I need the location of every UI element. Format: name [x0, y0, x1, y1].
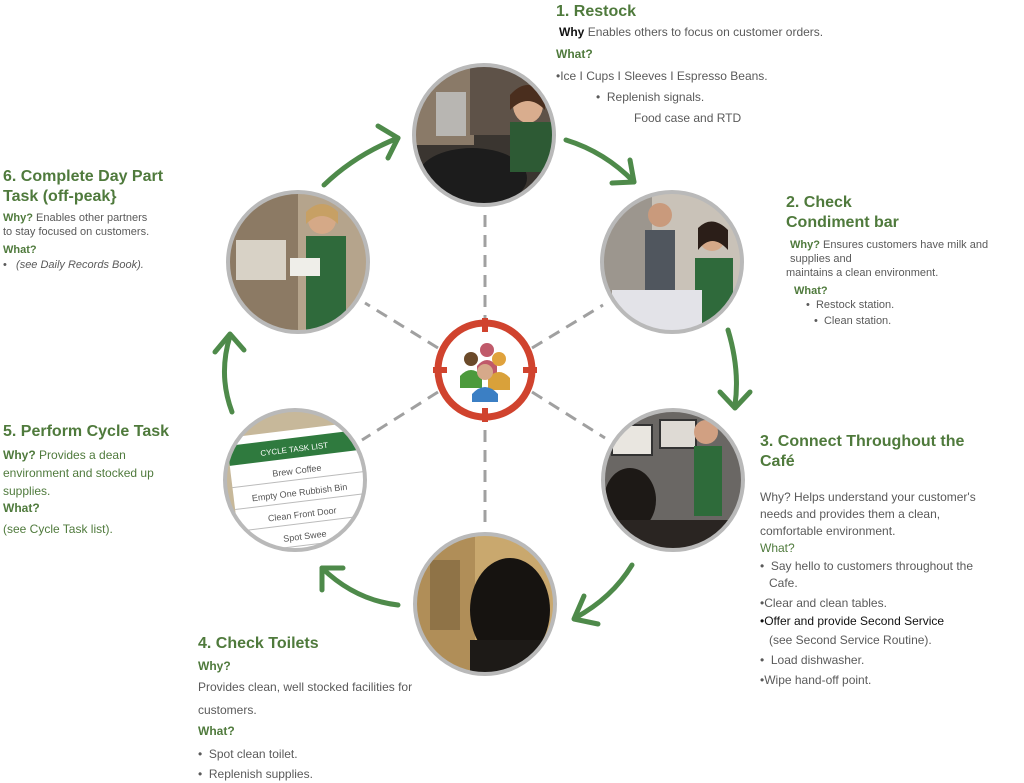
step-6-what-label: What?: [3, 244, 37, 256]
step-5-why-line-2: environment and stocked up: [3, 466, 154, 480]
arrow-1-to-2: [563, 137, 637, 186]
step-1-item-1: •Ice I Cups I Sleeves I Espresso Beans.: [556, 69, 768, 83]
step-2-why-text-1: Ensures customers have milk and: [823, 239, 989, 251]
step-5-why: Why? Provides a dean: [3, 447, 126, 464]
step-5-why-label: Why?: [3, 448, 36, 462]
step-2-item-2-text: Clean station.: [823, 315, 892, 327]
step-5-what-label: What?: [3, 501, 40, 515]
step-6-what-text: • (see Daily Records Book).: [3, 259, 144, 271]
step-2-why-text-3: maintains a clean environment.: [786, 267, 939, 279]
step-3-why-line-2: needs and provides them a clean,: [760, 507, 941, 521]
step-6-title-line-2: Task (off-peak}: [3, 188, 117, 205]
toilets-photo: [413, 532, 557, 676]
step-4-item-1: • Spot clean toilet.: [198, 747, 298, 761]
step-6-title-line-1: 6. Complete Day Part: [3, 168, 164, 185]
step-6-why-text-1: Enables other partners: [36, 212, 148, 224]
step-5-why-line-3: supplies.: [3, 484, 51, 498]
step-1-title: 1. Restock: [556, 3, 637, 20]
step-4-what-label: What?: [198, 724, 235, 738]
step-1-item-2: • Replenish signals.: [596, 90, 705, 104]
step-2-title-line-1: 2. Check: [786, 194, 852, 211]
step-6-why-label: Why?: [3, 212, 33, 224]
step-3-item-4-text: Load dishwasher.: [770, 653, 865, 667]
step-3-item-4: • Load dishwasher.: [760, 653, 865, 667]
arrow-2-to-3: [717, 327, 753, 411]
step-3-item-3: •Offer and provide Second Service: [760, 614, 945, 628]
step-3-item-5: •Wipe hand-off point.: [760, 673, 872, 687]
step-3-item-1-cont: Cafe.: [769, 576, 798, 590]
step-4-item-2: • Replenish supplies.: [198, 767, 313, 781]
step-6-what-text-value: (see Daily Records Book).: [16, 259, 144, 271]
step-3-why-line-1: Why? Helps understand your customer's: [760, 490, 976, 504]
step-2-what-label: What?: [794, 285, 828, 297]
step-4-item-1-text: Spot clean toilet.: [208, 747, 298, 761]
day-part-task-photo: [226, 190, 370, 334]
spoke-3: [531, 390, 606, 440]
step-5-what-text: (see Cycle Task list).: [3, 522, 113, 536]
step-1-why-text: Enables others to focus on customer orde…: [587, 25, 824, 39]
step-3-item-1-text: Say hello to customers throughout the: [770, 559, 973, 573]
step-2-item-2: • Clean station.: [814, 315, 892, 327]
step-6-why: Why? Enables other partners: [3, 211, 147, 225]
step-1-item-2-text: Replenish signals.: [606, 90, 705, 104]
spoke-5: [361, 390, 439, 442]
step-4-item-2-text: Replenish supplies.: [208, 767, 313, 781]
step-4-why-label: Why?: [198, 659, 231, 673]
condiment-bar-photo: [600, 190, 744, 334]
step-5-title: 5. Perform Cycle Task: [3, 423, 170, 440]
step-2-why-label: Why?: [790, 239, 820, 251]
step-1-why-label: Why: [559, 25, 585, 39]
step-6-why-line-2: to stay focused on customers.: [3, 226, 150, 238]
step-3-item-3-cont: (see Second Service Routine).: [769, 633, 932, 647]
step-5-why-text-1: Provides a dean: [39, 448, 126, 462]
step-2-item-1: • Restock station.: [806, 299, 895, 311]
spoke-2: [531, 303, 604, 350]
step-2-why-text-2: supplies and: [790, 253, 852, 265]
step-3-why-line-3: comfortable environment.: [760, 524, 896, 538]
connect-cafe-photo: [601, 408, 745, 552]
step-1-why: Why Enables others to focus on customer …: [559, 24, 823, 41]
step-4-title: 4. Check Toilets: [198, 635, 319, 652]
restock-photo: [412, 63, 556, 207]
step-3-title-line-2: Café: [760, 453, 795, 470]
arrow-4-to-5: [319, 565, 401, 608]
step-3-what-label: What?: [760, 541, 795, 555]
arrow-3-to-4: [571, 562, 635, 627]
arrow-6-to-1: [321, 123, 401, 188]
step-2-title-line-2: Condiment bar: [786, 214, 899, 231]
step-3-item-2: •Clear and clean tables.: [760, 596, 887, 610]
step-2-item-1-text: Restock station.: [815, 299, 895, 311]
cycle-task-list-photo: CYCLE TASK LIST Brew Coffee Empty One Ru…: [223, 408, 367, 552]
step-3-title-line-1: 3. Connect Throughout the: [760, 433, 965, 450]
spoke-6: [364, 301, 439, 350]
people-target-icon: [433, 318, 537, 422]
step-1-what-label: What?: [556, 47, 593, 61]
spokes: [361, 215, 606, 528]
step-1-item-3: Food case and RTD: [634, 111, 742, 125]
step-4-why-line-2: customers.: [198, 703, 257, 717]
step-3-item-1: • Say hello to customers throughout the: [760, 559, 973, 573]
arrow-5-to-6: [212, 331, 247, 415]
step-2-why: Why? Ensures customers have milk and: [790, 238, 988, 252]
step-4-why-line-1: Provides clean, well stocked facilities …: [198, 680, 413, 694]
